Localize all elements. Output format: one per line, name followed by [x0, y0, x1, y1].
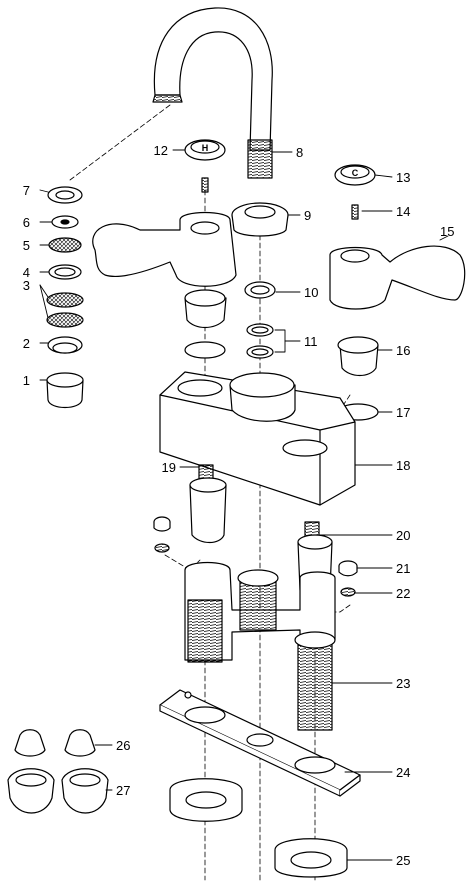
part-3a	[46, 292, 84, 308]
callout-14: 14	[396, 204, 410, 219]
valve-body	[184, 561, 336, 731]
callout-19: 19	[162, 460, 176, 475]
callout-16: 16	[396, 343, 410, 358]
part-5	[48, 237, 82, 253]
callout-5: 5	[23, 238, 30, 253]
callout-27: 27	[116, 783, 130, 798]
part-3b	[46, 312, 84, 328]
callout-17: 17	[396, 405, 410, 420]
callout-9: 9	[304, 208, 311, 223]
spout	[152, 7, 273, 179]
callout-labels: 1 2 3 4 5 6 7 8 9 10 11 12 13 14 15 16 1…	[23, 143, 455, 868]
cold-marking: C	[352, 168, 359, 178]
compression-fittings	[7, 729, 109, 814]
hot-handle-assembly	[92, 139, 237, 359]
callout-22: 22	[396, 586, 410, 601]
callout-18: 18	[396, 458, 410, 473]
callout-24: 24	[396, 765, 410, 780]
cold-handle-assembly	[329, 164, 466, 421]
callout-2: 2	[23, 336, 30, 351]
seat-washers	[153, 516, 358, 597]
base-plate	[159, 689, 361, 797]
mounting-nuts	[169, 778, 348, 878]
callout-6: 6	[23, 215, 30, 230]
part-1	[46, 379, 84, 409]
callout-12: 12	[154, 143, 168, 158]
callout-11: 11	[304, 334, 318, 349]
center-parts	[231, 202, 289, 359]
callout-21: 21	[396, 561, 410, 576]
callout-4: 4	[23, 265, 30, 280]
leader-lines	[39, 149, 449, 861]
callout-13: 13	[396, 170, 410, 185]
callout-1: 1	[23, 373, 30, 388]
callout-7: 7	[23, 183, 30, 198]
callout-8: 8	[296, 145, 303, 160]
callout-20: 20	[396, 528, 410, 543]
faucet-body	[159, 371, 356, 506]
callout-10: 10	[304, 285, 318, 300]
callout-23: 23	[396, 676, 410, 691]
callout-25: 25	[396, 853, 410, 868]
hot-marking: H	[202, 143, 209, 153]
part-22	[340, 587, 356, 597]
callout-3: 3	[23, 278, 30, 293]
callout-15: 15	[440, 224, 454, 239]
aerator-parts	[46, 186, 84, 409]
handle-right	[329, 245, 466, 310]
callout-26: 26	[116, 738, 130, 753]
